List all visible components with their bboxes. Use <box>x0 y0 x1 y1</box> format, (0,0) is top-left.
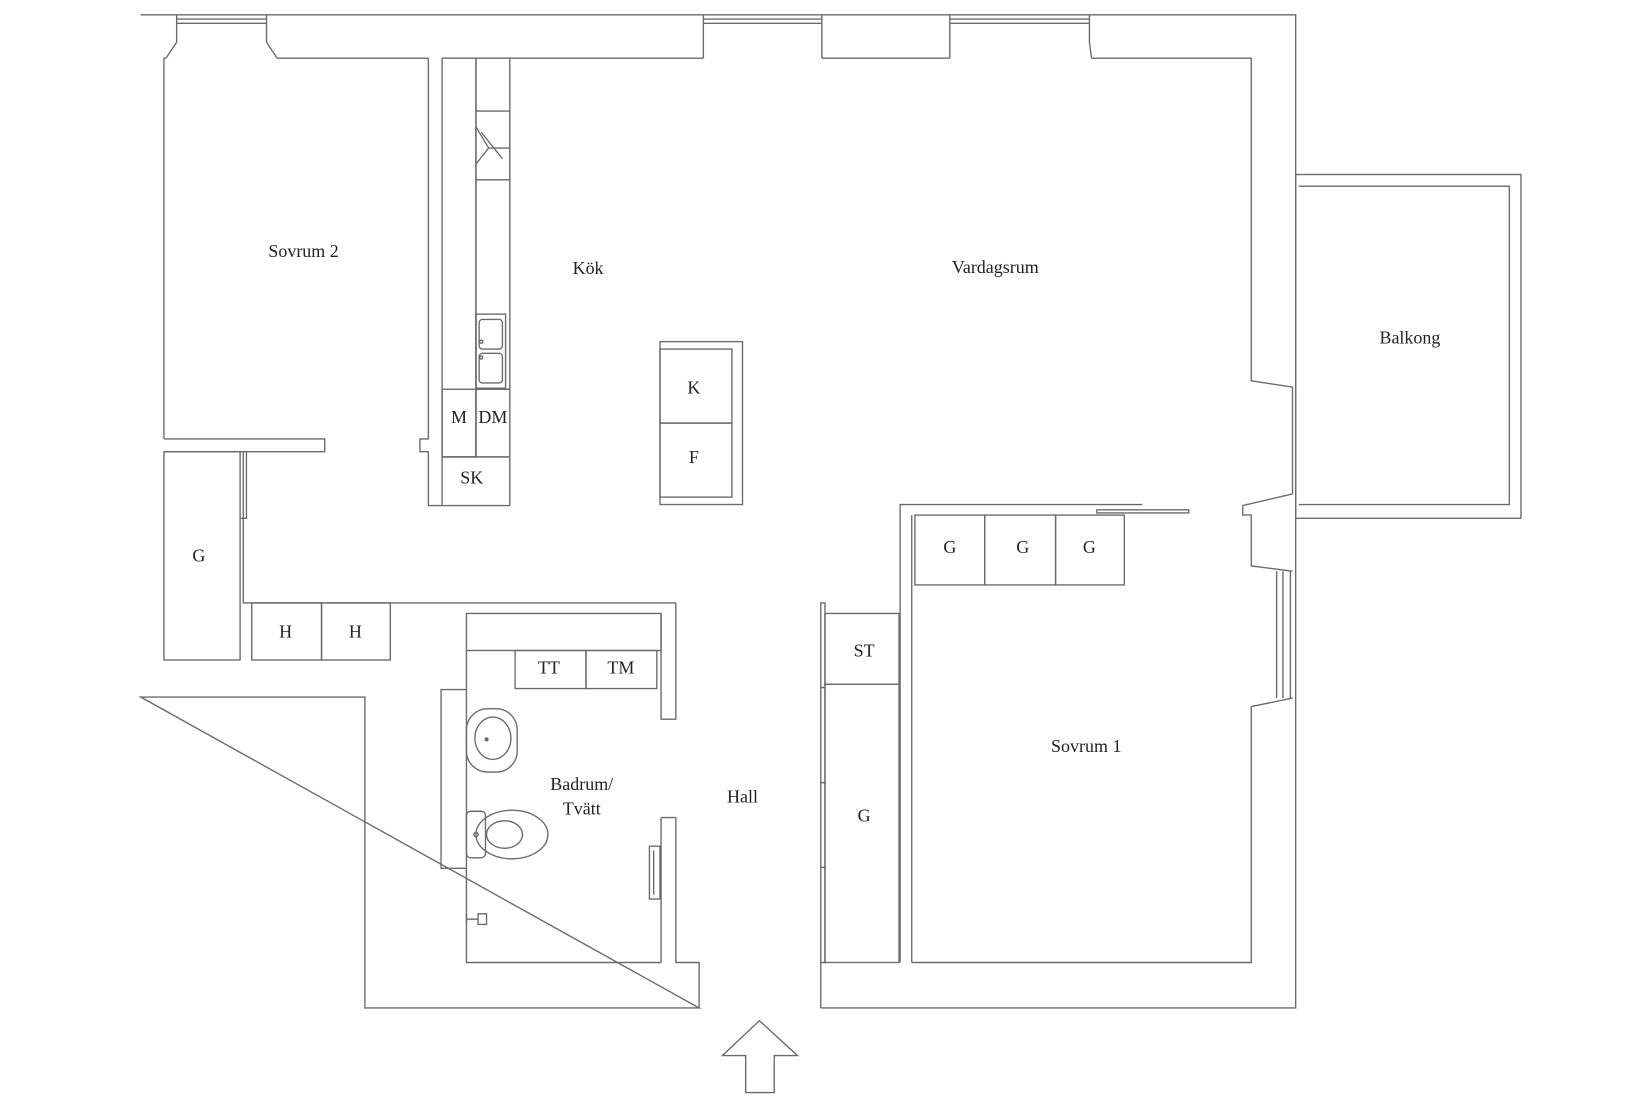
outer-wall <box>138 14 1297 1009</box>
fixture-labels: M DM SK K F G H H TT TM ST G G G G <box>192 377 1096 825</box>
room-label-badrum: Badrum/ <box>550 774 613 794</box>
label-st: ST <box>854 641 875 661</box>
kitchen-sink-icon <box>475 313 507 389</box>
closet-h-2 <box>320 602 391 661</box>
label-h-1: H <box>279 622 292 642</box>
window-kok <box>702 14 823 59</box>
entrance-arrow-icon <box>720 1019 800 1094</box>
closet-g-hall <box>824 683 900 964</box>
inner-wall-right-lower <box>911 493 1293 964</box>
room-labels: Sovrum 2 Kök Vardagsrum Balkong Badrum/ … <box>268 241 1440 818</box>
sliding-door <box>1096 509 1190 514</box>
label-g-sovrum-1-c: G <box>1083 537 1096 557</box>
island-f <box>659 422 733 498</box>
closet-sovrum-2 <box>163 450 241 661</box>
window-sovrum-2 <box>165 14 278 59</box>
wall-sovrum-2-bottom <box>163 438 326 453</box>
toilet-icon <box>465 809 549 860</box>
floor-drain-icon <box>465 913 488 926</box>
window-vardagsrum <box>949 14 1093 59</box>
wall-closet-corridor <box>240 451 676 604</box>
label-m: M <box>451 407 467 427</box>
tall-cabinet <box>441 57 477 458</box>
room-label-kok: Kök <box>573 258 604 278</box>
balcony-railing <box>1298 185 1511 506</box>
inner-wall-top-d <box>1091 57 1293 388</box>
room-label-tvatt: Tvätt <box>563 798 601 818</box>
room-label-sovrum-2: Sovrum 2 <box>268 241 338 261</box>
closet-g-sovrum-1-c <box>1054 514 1126 586</box>
label-g-sovrum-2: G <box>192 546 205 566</box>
label-f: F <box>689 447 699 467</box>
stove-icon <box>475 110 511 181</box>
window-sovrum-1 <box>1275 571 1292 699</box>
wall-kitchen-left <box>419 58 443 507</box>
room-label-hall: Hall <box>727 787 758 807</box>
label-tt: TT <box>538 658 560 678</box>
room-label-balkong: Balkong <box>1379 328 1440 348</box>
bathroom-fixtures <box>465 612 662 926</box>
label-sk: SK <box>460 467 483 487</box>
label-dm: DM <box>478 407 507 427</box>
closets <box>163 450 1126 964</box>
wall-bath-left <box>440 650 662 964</box>
room-label-sovrum-1: Sovrum 1 <box>1051 736 1121 756</box>
label-h-2: H <box>349 622 362 642</box>
wall-sovrum-1-left <box>899 503 1143 963</box>
inner-wall-top-left <box>163 57 167 439</box>
kitchen-island <box>659 340 744 506</box>
exterior-walls <box>138 14 1297 1009</box>
wall-bath-right <box>660 602 700 1008</box>
label-g-hall: G <box>858 806 871 826</box>
label-g-sovrum-1-a: G <box>943 537 956 557</box>
bath-counter <box>465 612 662 652</box>
label-tm: TM <box>607 658 634 678</box>
bath-door <box>648 845 661 900</box>
windows <box>165 14 1297 699</box>
cabinet-sk <box>441 456 511 507</box>
wash-basin-icon <box>465 707 518 773</box>
label-k: K <box>687 377 700 397</box>
balcony <box>1294 173 1522 519</box>
wall-hall-right <box>820 602 826 1008</box>
label-g-sovrum-1-b: G <box>1016 537 1029 557</box>
interior-walls <box>163 58 1190 1008</box>
room-label-vardagsrum: Vardagsrum <box>952 257 1039 277</box>
washing-machine <box>585 649 658 690</box>
kitchen-fixtures <box>441 57 744 507</box>
balcony-outer <box>1294 173 1522 519</box>
